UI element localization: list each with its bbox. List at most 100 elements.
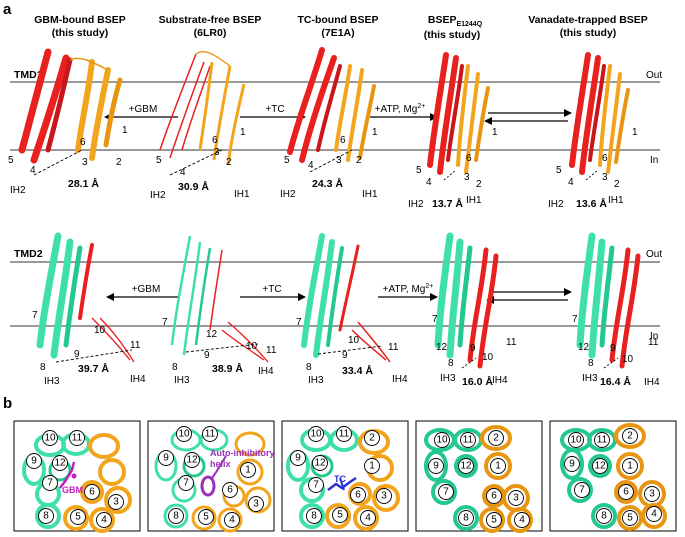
tmd1-arrow-tc: +TC	[240, 104, 306, 121]
tmd2-structure-vanadate: 7 12 9 10 11 8 IH3 IH4 16.4 Å	[572, 232, 660, 388]
svg-text:4: 4	[651, 509, 657, 520]
svg-text:4: 4	[229, 515, 235, 526]
svg-text:3: 3	[253, 499, 259, 510]
svg-text:1: 1	[369, 461, 375, 472]
svg-text:12: 12	[54, 458, 66, 469]
svg-text:9: 9	[610, 343, 616, 354]
tmd2-in-label: In	[650, 331, 658, 342]
svg-text:1: 1	[372, 127, 378, 138]
svg-text:11: 11	[597, 435, 608, 446]
svg-text:24.3 Å: 24.3 Å	[312, 177, 343, 190]
panel-b-box-4: 10 11 2 9 12 1 7 6 3 8 5 4	[415, 420, 543, 533]
svg-text:16.4 Å: 16.4 Å	[600, 375, 631, 388]
svg-text:4: 4	[519, 515, 525, 526]
svg-text:+GBM: +GBM	[129, 104, 158, 115]
svg-text:7: 7	[572, 314, 578, 325]
svg-text:10: 10	[482, 352, 494, 363]
col4-sub: (this study)	[424, 29, 481, 41]
svg-text:8: 8	[43, 511, 49, 522]
svg-text:6: 6	[89, 487, 95, 498]
svg-text:4: 4	[568, 177, 574, 188]
panel-b-letter: b	[3, 395, 12, 412]
svg-text:9: 9	[31, 456, 37, 467]
svg-text:IH2: IH2	[150, 190, 166, 201]
svg-text:11: 11	[130, 340, 141, 351]
svg-text:11: 11	[463, 435, 474, 446]
svg-text:2: 2	[116, 157, 122, 168]
gbm-label: GBM	[62, 485, 83, 495]
svg-text:+GBM: +GBM	[132, 284, 161, 295]
svg-text:10: 10	[94, 325, 106, 336]
svg-text:IH3: IH3	[582, 373, 598, 384]
svg-text:6: 6	[466, 153, 472, 164]
svg-text:5: 5	[75, 512, 81, 523]
svg-text:12: 12	[314, 458, 326, 469]
svg-text:10: 10	[246, 341, 258, 352]
col2-sub: (6LR0)	[194, 27, 227, 39]
svg-text:11: 11	[339, 429, 350, 440]
svg-text:IH1: IH1	[234, 189, 250, 200]
tmd2-row: TMD2 Out In +GBM +TC +ATP, Mg2+	[10, 232, 662, 388]
tmd1-out-label: Out	[646, 70, 662, 81]
tmd2-arrow-atp: +ATP, Mg2+	[378, 283, 438, 301]
svg-text:5: 5	[491, 515, 497, 526]
tmd2-out-label: Out	[646, 249, 662, 260]
svg-text:6: 6	[355, 490, 361, 501]
svg-text:5: 5	[416, 165, 422, 176]
svg-text:5: 5	[337, 510, 343, 521]
svg-text:3: 3	[649, 489, 655, 500]
svg-text:10: 10	[44, 433, 56, 444]
panel-b-box-3: TC 10 11 2 9 12 1 7 6 3 8 5 4	[281, 420, 409, 532]
svg-text:10: 10	[348, 335, 360, 346]
svg-text:8: 8	[448, 358, 454, 369]
svg-text:11: 11	[205, 429, 216, 440]
svg-text:7: 7	[162, 317, 168, 328]
svg-text:2: 2	[369, 433, 375, 444]
svg-text:11: 11	[266, 345, 277, 356]
svg-text:IH4: IH4	[644, 377, 660, 388]
svg-text:IH3: IH3	[174, 375, 190, 386]
svg-text:8: 8	[173, 511, 179, 522]
svg-text:2: 2	[627, 431, 633, 442]
svg-text:6: 6	[80, 137, 86, 148]
svg-text:6: 6	[623, 487, 629, 498]
autoinhibitory-label-1: Auto-inhibitory	[210, 448, 275, 458]
svg-text:11: 11	[506, 337, 517, 348]
svg-text:9: 9	[342, 350, 348, 361]
svg-text:12: 12	[460, 461, 472, 472]
col5-sub: (this study)	[560, 27, 617, 39]
tmd1-label: TMD1	[14, 69, 43, 81]
svg-text:12: 12	[578, 342, 590, 353]
svg-text:IH1: IH1	[608, 195, 624, 206]
svg-text:13.7 Å: 13.7 Å	[432, 197, 463, 210]
svg-text:IH4: IH4	[258, 366, 274, 377]
svg-text:7: 7	[47, 478, 53, 489]
svg-text:9: 9	[295, 453, 301, 464]
tmd2-arrow-equilibrium	[486, 288, 572, 304]
svg-text:IH4: IH4	[130, 374, 146, 385]
autoinhibitory-label-2: helix	[210, 459, 231, 469]
svg-text:16.0 Å: 16.0 Å	[462, 375, 493, 388]
svg-text:11: 11	[72, 433, 83, 444]
col1-sub: (this study)	[52, 27, 109, 39]
col2-title: Substrate-free BSEP	[159, 14, 262, 26]
tmd2-arrow-tc: +TC	[240, 284, 306, 301]
svg-text:7: 7	[579, 485, 585, 496]
svg-text:10: 10	[570, 435, 582, 446]
svg-text:38.9 Å: 38.9 Å	[212, 362, 243, 375]
panel-b-box-1: GBM 10 11 9 12 7 6 3 8 5 4	[13, 420, 141, 533]
svg-text:6: 6	[212, 135, 218, 146]
tmd1-structure-e1244q: 5 4 6 3 2 1 IH2 IH1 13.7 Å	[408, 52, 498, 210]
svg-text:11: 11	[388, 342, 399, 353]
panel-a-letter: a	[3, 1, 12, 18]
svg-text:8: 8	[40, 362, 46, 373]
svg-text:5: 5	[8, 155, 14, 166]
svg-text:2: 2	[226, 157, 232, 168]
svg-text:9: 9	[74, 349, 80, 360]
tmd1-row: TMD1 Out In +GBM +TC +ATP, Mg2+	[8, 47, 662, 210]
svg-text:10: 10	[310, 429, 322, 440]
svg-text:7: 7	[313, 480, 319, 491]
svg-text:3: 3	[381, 491, 387, 502]
svg-text:7: 7	[32, 310, 38, 321]
tmd1-arrow-equilibrium	[484, 109, 572, 125]
